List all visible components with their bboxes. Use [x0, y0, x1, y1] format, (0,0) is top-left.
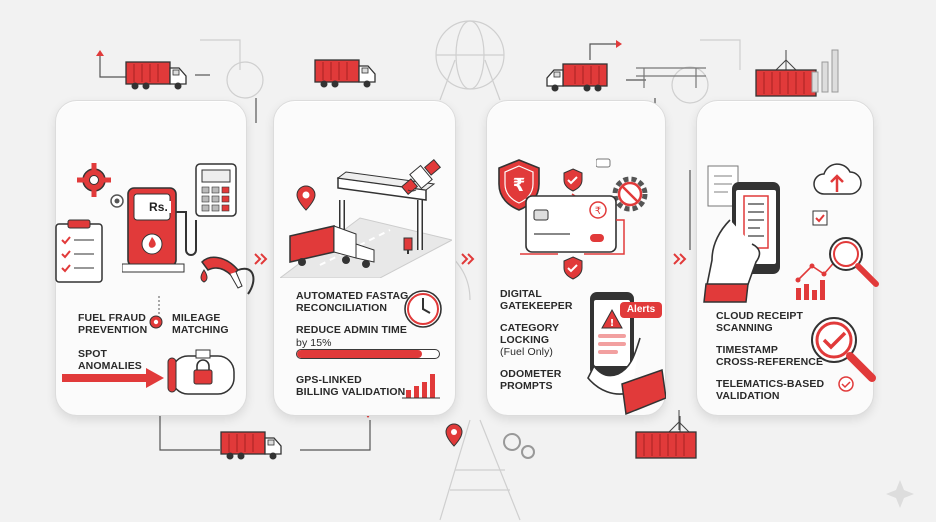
fuel-pump-icon [122, 187, 197, 273]
toll-gate-icon [280, 171, 452, 278]
cloud-upload-icon [813, 163, 862, 195]
checkbox-icon [812, 210, 828, 226]
clipboard-icon [55, 219, 103, 283]
alerts-badge[interactable]: Alerts [620, 302, 662, 318]
location-pin-icon [445, 423, 463, 447]
svg-text:!: ! [610, 318, 615, 329]
container-crane-icon [755, 50, 817, 97]
gear-icon [149, 315, 163, 329]
bridge-icon [636, 67, 706, 88]
label-reduce-admin: REDUCE ADMIN TIME [296, 324, 407, 336]
truck-icon [546, 63, 608, 93]
truck-icon [314, 59, 376, 89]
truck-icon [289, 225, 375, 268]
progress-fill [297, 350, 422, 358]
gear-icon [503, 433, 535, 459]
label-reduce-sub: by 15% [296, 337, 332, 349]
truck-icon [220, 431, 282, 461]
truck-icon [125, 61, 187, 91]
label-category-sub: (Fuel Only) [500, 346, 554, 358]
container-icon [635, 410, 697, 459]
satellite-icon [400, 158, 442, 196]
fuel-card-icon: ₹ [520, 193, 625, 255]
fuel-nozzle-icon [200, 256, 255, 295]
gear-icon [77, 163, 111, 197]
fuel-tank-lock-icon [167, 349, 235, 395]
calculator-icon [195, 163, 237, 217]
magnifier-chart-icon [795, 237, 879, 300]
shield-check-icon [563, 168, 583, 192]
admin-time-progress [296, 349, 440, 359]
magnifier-check-icon [811, 317, 876, 392]
svg-text:₹: ₹ [513, 175, 526, 196]
shield-check-icon [563, 256, 583, 280]
blocked-gear-icon [612, 176, 648, 212]
sparkle-icon [886, 480, 914, 508]
bar-chart-icon [402, 374, 440, 399]
phone-receipt-icon [703, 182, 780, 303]
clock-icon [404, 290, 442, 328]
svg-text:₹: ₹ [595, 206, 601, 217]
arrow-right-icon [62, 368, 164, 388]
pump-display: Rs. [146, 201, 171, 213]
location-pin-icon [296, 185, 316, 211]
battery-icon [596, 158, 611, 168]
gear-icon [110, 194, 124, 208]
connector-line [158, 296, 160, 316]
